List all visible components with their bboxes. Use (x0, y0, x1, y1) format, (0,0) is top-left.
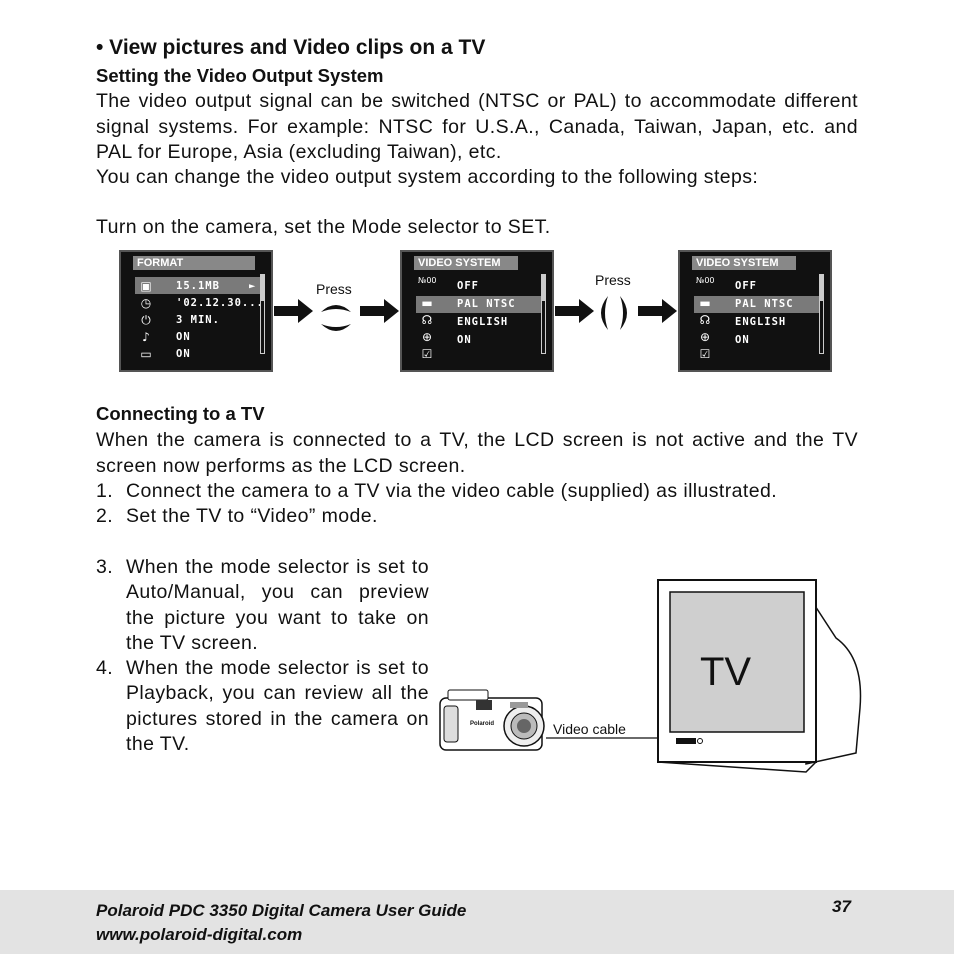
counter-icon: №00 (418, 276, 437, 285)
date-icon: ◷ (140, 296, 152, 310)
lcd-scrollbar (260, 274, 265, 354)
lcd-highlight (135, 277, 265, 294)
video-output-heading: Setting the Video Output System (96, 65, 384, 86)
lcd-row-3: 3 MIN. (176, 314, 220, 326)
lcd-row-3: ENGLISH (735, 316, 787, 328)
lcd-highlight (416, 296, 542, 313)
language-icon: ☊ (699, 313, 711, 327)
up-down-button-icon (321, 305, 351, 331)
right-arrow-icon (555, 299, 594, 323)
cable-line (546, 737, 676, 739)
lcd-screen-format: FORMAT ▣ ◷ ⏻ ♪ ▭ 15.1MB ► '02.12.30... 3… (119, 250, 273, 372)
camera-illustration (439, 689, 545, 751)
cable-label: Video cable (553, 721, 626, 737)
video-output-paragraph-3: Turn on the camera, set the Mode selecto… (96, 216, 551, 238)
lcd-row-3: ENGLISH (457, 316, 509, 328)
step-4: 4.When the mode selector is set to Playb… (96, 657, 429, 756)
camera-brand: Polaroid (470, 721, 495, 727)
footer-bar: Polaroid PDC 3350 Digital Camera User Gu… (0, 890, 954, 954)
tv-illustration (657, 579, 862, 773)
reset-icon: ⊕ (699, 330, 711, 344)
lcd-row-4: ON (457, 334, 472, 346)
step-1: 1.Connect the camera to a TV via the vid… (96, 480, 778, 502)
right-arrow-icon (274, 299, 313, 323)
lcd-tab-format: FORMAT (133, 256, 255, 270)
lcd-row-4: ON (735, 334, 750, 346)
lcd-tab-video-system: VIDEO SYSTEM (692, 256, 796, 270)
footer-guide-title: Polaroid PDC 3350 Digital Camera User Gu… (96, 901, 467, 920)
lcd-row-2: '02.12.30... (176, 297, 264, 309)
press-label-1: Press (316, 281, 352, 297)
check-icon: ☑ (421, 347, 433, 361)
lcd-row-1: OFF (735, 280, 757, 292)
tv-label: TV (700, 650, 752, 694)
lcd-row-arrow: ► (249, 280, 257, 292)
video-output-paragraph-2: You can change the video output system a… (96, 166, 759, 188)
lcd-screen-video-pal: VIDEO SYSTEM №00 ▬ ☊ ⊕ ☑ OFF PAL NTSC EN… (678, 250, 832, 372)
battery-icon: ▭ (140, 347, 152, 361)
reset-icon: ⊕ (421, 330, 433, 344)
lcd-screen-video-ntsc: VIDEO SYSTEM №00 ▬ ☊ ⊕ ☑ OFF PAL NTSC EN… (400, 250, 554, 372)
section-title: • View pictures and Video clips on a TV (96, 36, 486, 59)
lcd-highlight (694, 296, 820, 313)
connection-steps: 1.Connect the camera to a TV via the vid… (96, 479, 858, 530)
connecting-intro: When the camera is connected to a TV, th… (96, 429, 858, 477)
left-right-button-icon (601, 296, 627, 330)
lcd-tab-video-system: VIDEO SYSTEM (414, 256, 518, 270)
tv-icon: ▬ (699, 296, 711, 310)
sound-icon: ♪ (142, 330, 150, 344)
check-icon: ☑ (699, 347, 711, 361)
tv-icon: ▬ (421, 296, 433, 310)
counter-icon: №00 (696, 276, 715, 285)
video-output-paragraph-1: The video output signal can be switched … (96, 90, 858, 163)
lcd-scrollbar (819, 274, 824, 354)
lcd-row-2: PAL NTSC (457, 298, 516, 310)
step-2: 2.Set the TV to “Video” mode. (96, 505, 378, 528)
lcd-scrollbar (541, 274, 546, 354)
right-arrow-icon (360, 299, 399, 323)
page-number: 37 (832, 897, 851, 916)
lcd-row-2: PAL NTSC (735, 298, 794, 310)
connecting-heading: Connecting to a TV (96, 403, 265, 424)
lcd-row-5: ON (176, 348, 191, 360)
auto-off-icon: ⏻ (141, 313, 151, 327)
right-arrow-icon (638, 299, 677, 323)
language-icon: ☊ (421, 313, 433, 327)
lcd-row-1: OFF (457, 280, 479, 292)
step-3: 3.When the mode selector is set to Auto/… (96, 556, 429, 654)
format-icon: ▣ (140, 279, 152, 293)
press-label-2: Press (595, 272, 631, 288)
lcd-row-1: 15.1MB (176, 280, 220, 292)
footer-website[interactable]: www.polaroid-digital.com (96, 925, 303, 944)
connection-steps-narrow: 3.When the mode selector is set to Auto/… (96, 555, 429, 757)
lcd-row-4: ON (176, 331, 191, 343)
